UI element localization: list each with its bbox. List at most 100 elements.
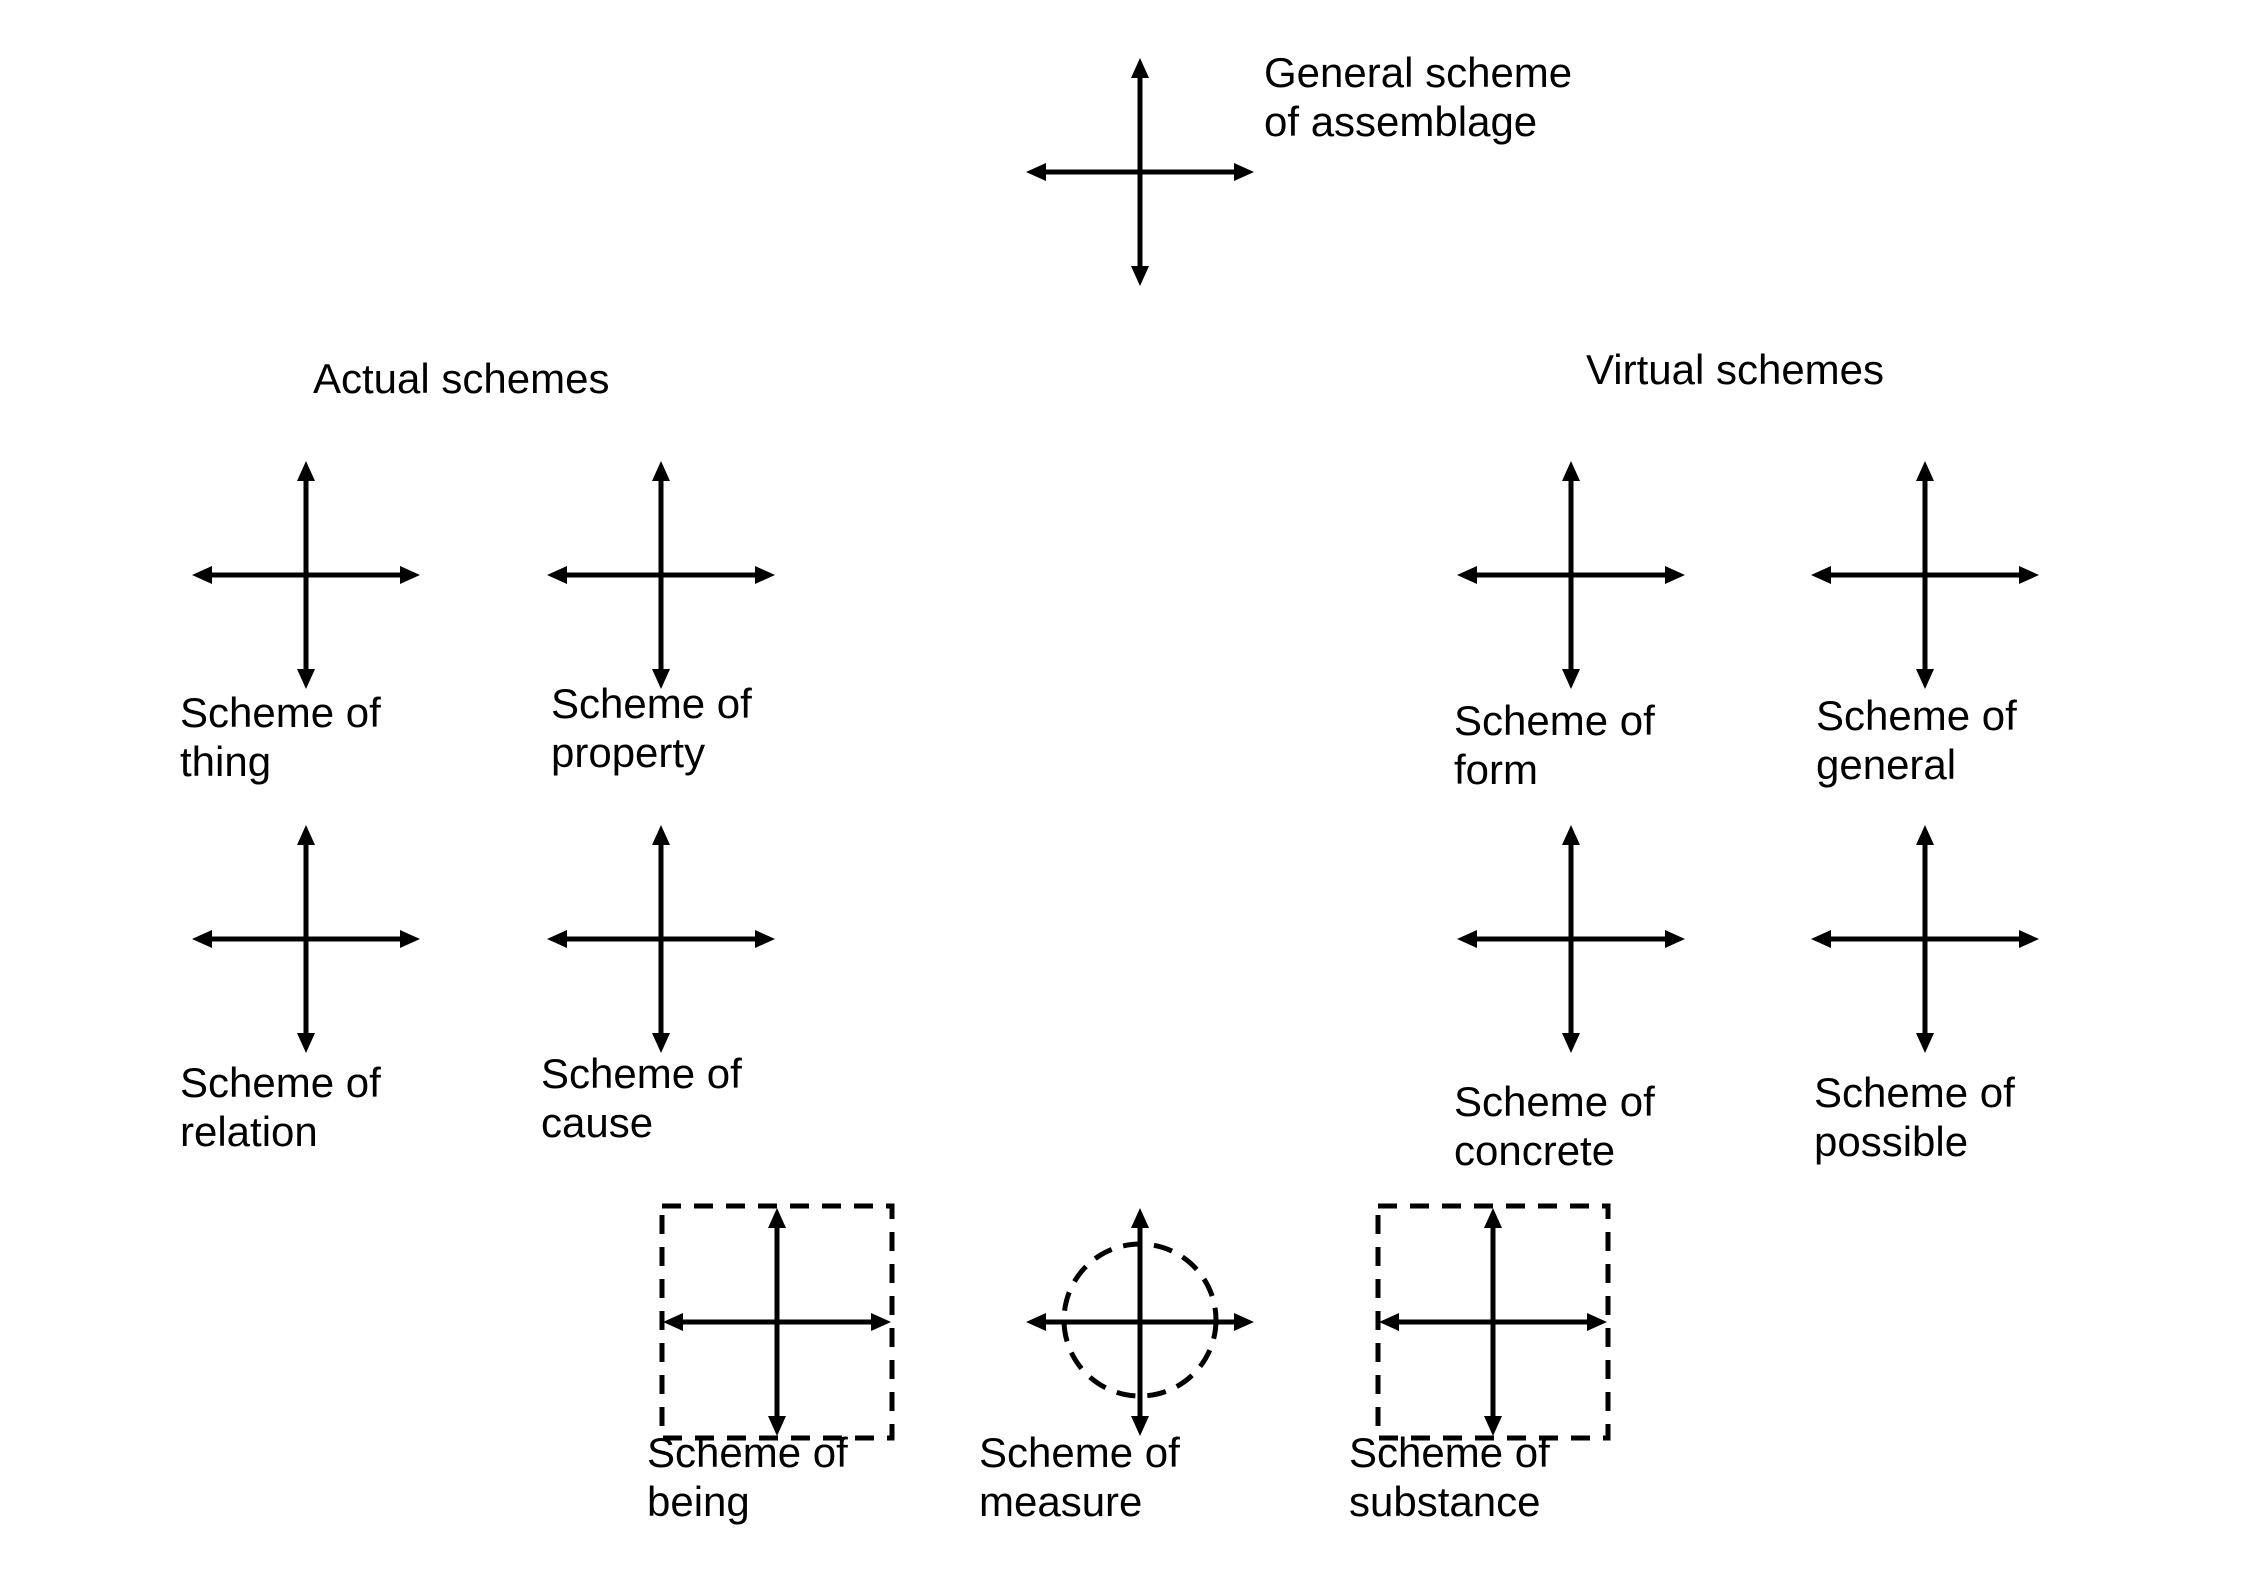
scheme-thing-label-line1: Scheme of — [180, 689, 381, 736]
scheme-substance-label-line1: Scheme of — [1349, 1429, 1550, 1476]
scheme-being-label-line2: being — [647, 1478, 750, 1525]
scheme-concrete-arrowhead-up-icon — [1562, 825, 1580, 845]
scheme-form-arrowhead-up-icon — [1562, 461, 1580, 481]
scheme-cause-arrowhead-down-icon — [652, 1033, 670, 1053]
scheme-concrete-label-line2: concrete — [1454, 1127, 1616, 1174]
scheme-relation-label-line1: Scheme of — [180, 1059, 381, 1106]
scheme-form-arrowhead-left-icon — [1457, 566, 1477, 584]
scheme-substance-arrowhead-down-icon — [1484, 1416, 1502, 1436]
scheme-cause-label-line2: cause — [541, 1099, 654, 1146]
scheme-being-arrowhead-down-icon — [768, 1416, 786, 1436]
scheme-being-dashed-frame — [659, 1203, 895, 1441]
scheme-cause-arrowhead-up-icon — [652, 825, 670, 845]
scheme-general-arrowhead-down-icon — [1916, 669, 1934, 689]
scheme-substance-arrowhead-right-icon — [1587, 1313, 1607, 1331]
scheme-form-label-line2: form — [1454, 746, 1538, 793]
scheme-general-arrowhead-left-icon — [1811, 566, 1831, 584]
scheme-possible-arrowhead-up-icon — [1916, 825, 1934, 845]
scheme-form-cross-icon — [1457, 461, 1685, 689]
scheme-substance-cross-icon — [1379, 1208, 1607, 1436]
general-scheme-cross-icon — [1026, 58, 1254, 286]
scheme-property-arrowhead-up-icon — [652, 461, 670, 481]
scheme-concrete-cross-icon — [1457, 825, 1685, 1053]
scheme-possible-arrowhead-left-icon — [1811, 930, 1831, 948]
scheme-relation-label-line2: relation — [180, 1108, 318, 1155]
scheme-thing-arrowhead-up-icon — [297, 461, 315, 481]
scheme-property-arrowhead-left-icon — [547, 566, 567, 584]
scheme-relation-cross-icon — [192, 825, 420, 1053]
scheme-substance-dashed-frame — [1375, 1203, 1611, 1441]
scheme-relation-arrowhead-left-icon — [192, 930, 212, 948]
scheme-possible-label-line1: Scheme of — [1814, 1069, 2015, 1116]
actual-schemes-heading: Actual schemes — [313, 355, 610, 402]
scheme-general-label-line1: Scheme of — [1816, 692, 2017, 739]
virtual-schemes-heading: Virtual schemes — [1586, 346, 1885, 393]
scheme-general-label-line2: general — [1816, 741, 1957, 788]
scheme-concrete-label-line1: Scheme of — [1454, 1078, 1655, 1125]
scheme-possible-arrowhead-right-icon — [2019, 930, 2039, 948]
scheme-measure-arrowhead-right-icon — [1234, 1313, 1254, 1331]
scheme-general-cross-icon — [1811, 461, 2039, 689]
scheme-thing-arrowhead-left-icon — [192, 566, 212, 584]
scheme-relation-label: Scheme of relation — [180, 1058, 381, 1156]
scheme-measure-arrowhead-up-icon — [1131, 1208, 1149, 1228]
scheme-form-label-line1: Scheme of — [1454, 697, 1655, 744]
scheme-being-cross-icon — [663, 1208, 891, 1436]
scheme-measure-label: Scheme of measure — [979, 1428, 1180, 1526]
scheme-general-label: Scheme of general — [1816, 691, 2017, 789]
scheme-property-arrowhead-right-icon — [755, 566, 775, 584]
scheme-general-arrowhead-right-icon — [2019, 566, 2039, 584]
scheme-possible-label: Scheme of possible — [1814, 1068, 2015, 1166]
scheme-being-arrowhead-right-icon — [871, 1313, 891, 1331]
scheme-measure-arrowhead-down-icon — [1131, 1416, 1149, 1436]
scheme-relation-arrowhead-right-icon — [400, 930, 420, 948]
scheme-concrete-label: Scheme of concrete — [1454, 1077, 1655, 1175]
scheme-cause-label: Scheme of cause — [541, 1049, 742, 1147]
general-scheme-label-line1: General scheme — [1264, 49, 1573, 96]
scheme-relation-arrowhead-up-icon — [297, 825, 315, 845]
scheme-property-label-line1: Scheme of — [551, 680, 752, 727]
general-scheme-arrowhead-right-icon — [1234, 163, 1254, 181]
scheme-property-arrowhead-down-icon — [652, 669, 670, 689]
scheme-form-arrowhead-down-icon — [1562, 669, 1580, 689]
scheme-being-arrowhead-up-icon — [768, 1208, 786, 1228]
scheme-cause-arrowhead-left-icon — [547, 930, 567, 948]
scheme-cause-cross-icon — [547, 825, 775, 1053]
general-scheme-arrowhead-left-icon — [1026, 163, 1046, 181]
scheme-cause-label-line1: Scheme of — [541, 1050, 742, 1097]
scheme-cause-arrowhead-right-icon — [755, 930, 775, 948]
scheme-being-label-line1: Scheme of — [647, 1429, 848, 1476]
scheme-relation-arrowhead-down-icon — [297, 1033, 315, 1053]
scheme-being-arrowhead-left-icon — [663, 1313, 683, 1331]
scheme-thing-label: Scheme of thing — [180, 688, 381, 786]
scheme-property-cross-icon — [547, 461, 775, 689]
general-scheme-label-line2: of assemblage — [1264, 98, 1538, 145]
scheme-thing-cross-icon — [192, 461, 420, 689]
scheme-concrete-arrowhead-left-icon — [1457, 930, 1477, 948]
scheme-possible-arrowhead-down-icon — [1916, 1033, 1934, 1053]
scheme-thing-arrowhead-right-icon — [400, 566, 420, 584]
scheme-measure-cross-icon — [1026, 1208, 1254, 1436]
scheme-substance-label-line2: substance — [1349, 1478, 1541, 1525]
scheme-thing-label-line2: thing — [180, 738, 272, 785]
scheme-substance-arrowhead-up-icon — [1484, 1208, 1502, 1228]
scheme-possible-cross-icon — [1811, 825, 2039, 1053]
general-scheme-arrowhead-up-icon — [1131, 58, 1149, 78]
scheme-possible-label-line2: possible — [1814, 1118, 1969, 1165]
scheme-concrete-arrowhead-down-icon — [1562, 1033, 1580, 1053]
scheme-substance-arrowhead-left-icon — [1379, 1313, 1399, 1331]
scheme-thing-arrowhead-down-icon — [297, 669, 315, 689]
scheme-substance-label: Scheme of substance — [1349, 1428, 1550, 1526]
scheme-concrete-arrowhead-right-icon — [1665, 930, 1685, 948]
scheme-property-label-line2: property — [551, 729, 706, 776]
scheme-general-arrowhead-up-icon — [1916, 461, 1934, 481]
scheme-form-label: Scheme of form — [1454, 696, 1655, 794]
scheme-measure-label-line2: measure — [979, 1478, 1143, 1525]
general-scheme-arrowhead-down-icon — [1131, 266, 1149, 286]
scheme-measure-arrowhead-left-icon — [1026, 1313, 1046, 1331]
scheme-being-label: Scheme of being — [647, 1428, 848, 1526]
scheme-form-arrowhead-right-icon — [1665, 566, 1685, 584]
scheme-property-label: Scheme of property — [551, 679, 752, 777]
general-scheme-label: General scheme of assemblage — [1264, 48, 1572, 146]
